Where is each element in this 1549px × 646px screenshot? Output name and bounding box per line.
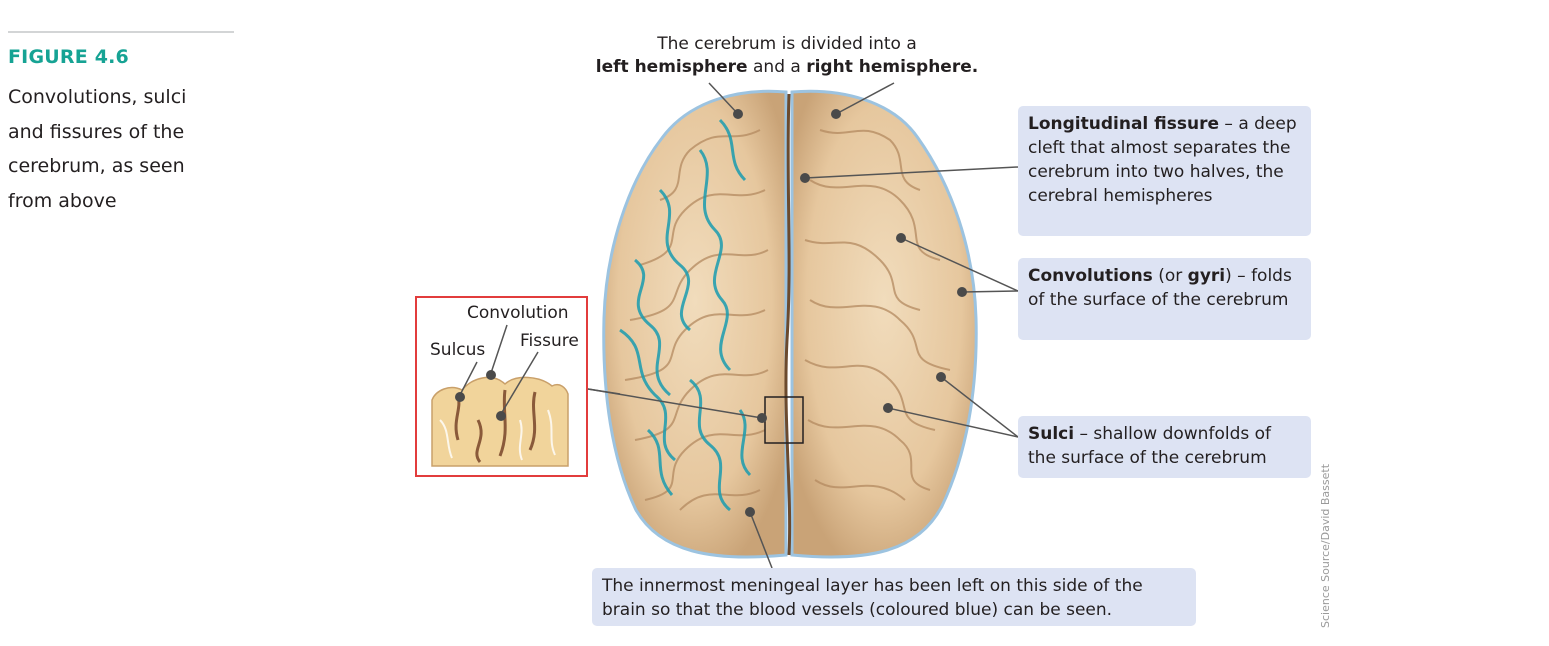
convolutions-callout: Convolutions (or gyri) – folds of the su… bbox=[1018, 258, 1311, 340]
inset-label-sulcus: Sulcus bbox=[430, 340, 486, 360]
left-hemisphere bbox=[602, 89, 788, 559]
sulci-text: – shallow downfolds of the surface of th… bbox=[1028, 424, 1272, 468]
sulci-term: Sulci bbox=[1028, 424, 1075, 444]
inset-label-convolution: Convolution bbox=[467, 303, 569, 323]
left-hemisphere-term: left hemisphere bbox=[595, 57, 748, 77]
inset-frame bbox=[415, 296, 588, 477]
blood-vessels bbox=[619, 118, 752, 512]
convolutions-term: Convolutions bbox=[1028, 266, 1153, 286]
hemisphere-callout-line1: The cerebrum is divided into a bbox=[657, 34, 917, 54]
meningeal-callout: The innermost meningeal layer has been l… bbox=[592, 568, 1196, 626]
sulci-callout: Sulci – shallow downfolds of the surface… bbox=[1018, 416, 1311, 478]
longitudinal-fissure-term: Longitudinal fissure bbox=[1028, 114, 1220, 134]
longitudinal-fissure-text: – a deep cleft that almost separates the… bbox=[1028, 114, 1297, 206]
gyri-term: gyri bbox=[1187, 266, 1226, 286]
right-hemisphere-term: right hemisphere. bbox=[806, 57, 979, 77]
hemisphere-callout-line2: left hemisphere and a right hemisphere. bbox=[560, 56, 1014, 79]
right-hemisphere bbox=[790, 89, 978, 559]
meningeal-text: The innermost meningeal layer has been l… bbox=[602, 576, 1143, 620]
leader-dots bbox=[733, 109, 967, 517]
convolutions-mid: (or bbox=[1152, 266, 1188, 286]
inset-label-fissure: Fissure bbox=[520, 331, 579, 351]
hemisphere-callout: The cerebrum is divided into a left hemi… bbox=[560, 33, 1014, 79]
figure-caption: Convolutions, sulci and fissures of the … bbox=[8, 86, 187, 212]
longitudinal-fissure bbox=[784, 93, 792, 556]
photo-credit-text: Science Source/David Bassett bbox=[1319, 463, 1332, 628]
gyri-texture bbox=[624, 129, 951, 511]
convolutions-text: ) – folds of the surface of the cerebrum bbox=[1028, 266, 1292, 310]
photo-credit: Science Source/David Bassett bbox=[1318, 444, 1334, 628]
hemisphere-connector: and a bbox=[747, 57, 807, 77]
figure-top-rule bbox=[8, 31, 234, 33]
longitudinal-fissure-callout: Longitudinal fissure – a deep cleft that… bbox=[1018, 106, 1311, 236]
figure-label: FIGURE 4.6 bbox=[8, 46, 129, 68]
